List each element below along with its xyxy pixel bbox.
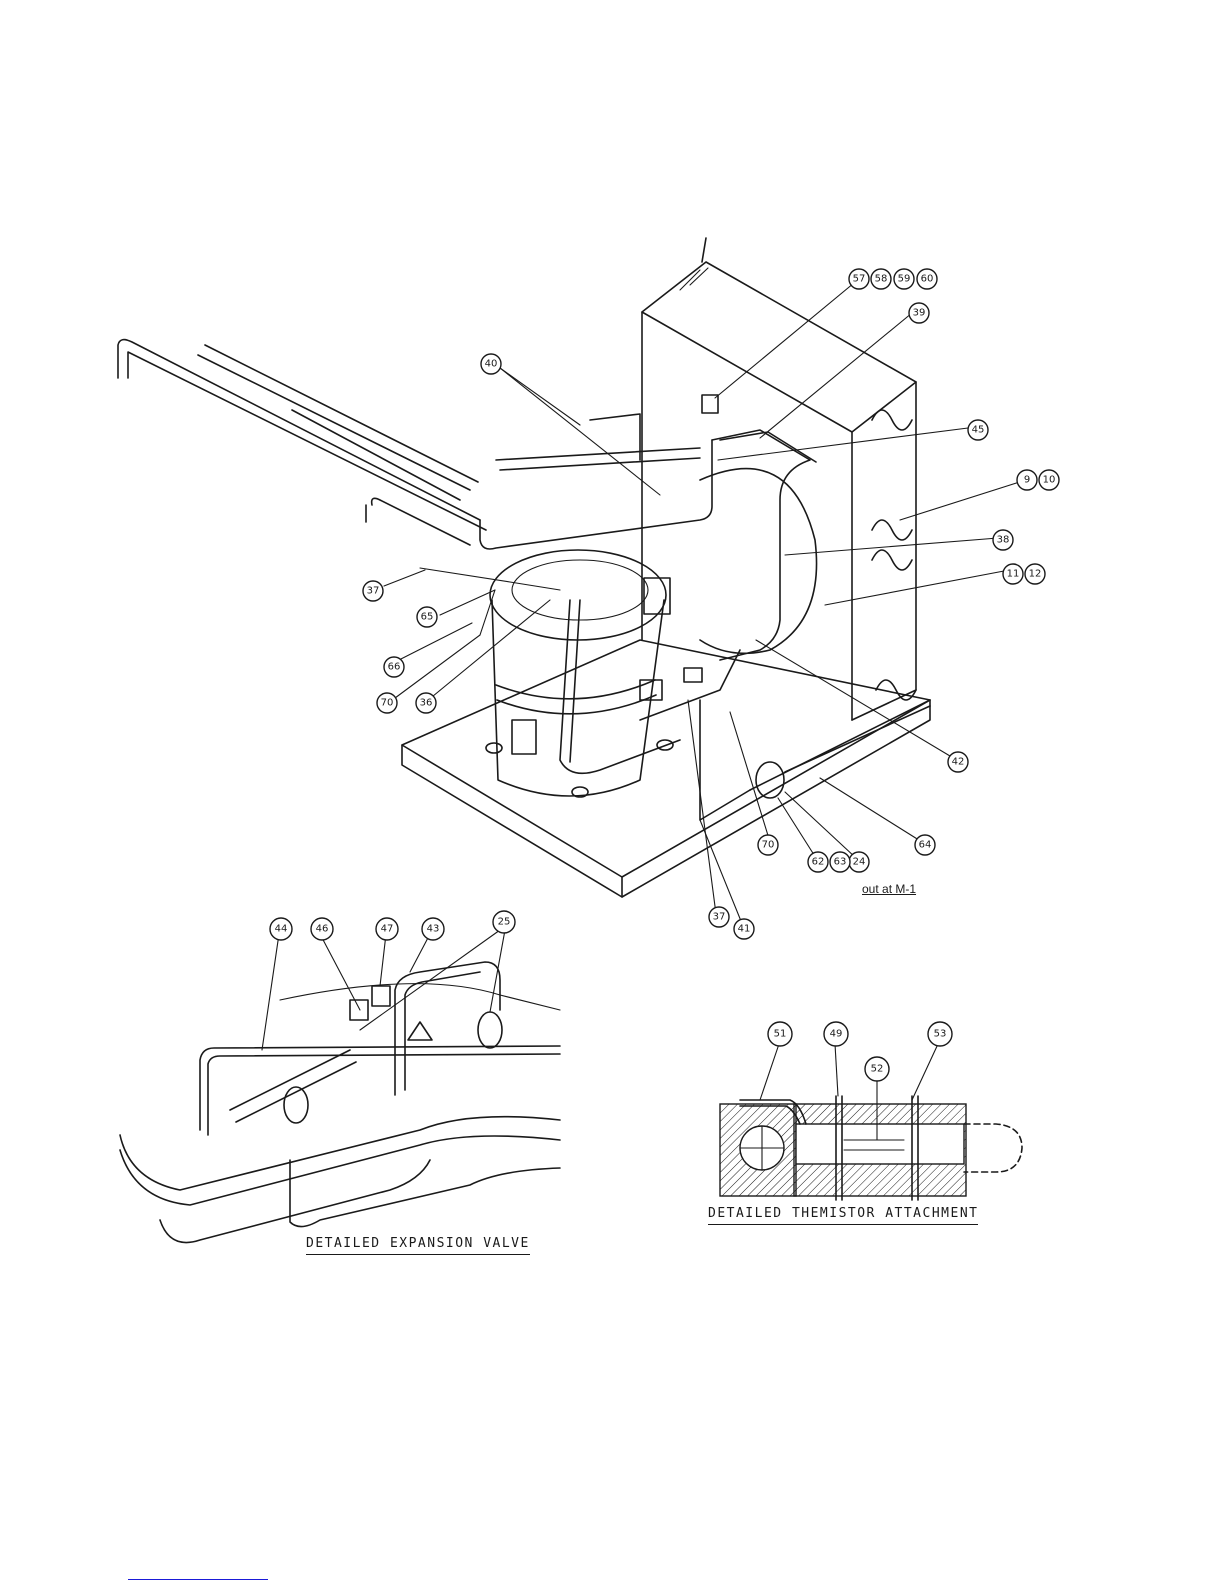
thermistor-caption: DETAILED THEMISTOR ATTACHMENT xyxy=(708,1206,978,1225)
expansion-valve-callouts: 44 46 47 43 25 xyxy=(270,911,515,940)
callout-ev-47: 47 xyxy=(376,918,398,940)
svg-text:62: 62 xyxy=(812,857,825,868)
callout-th-52: 52 xyxy=(865,1057,889,1081)
svg-text:65: 65 xyxy=(421,612,434,623)
callout-ev-43: 43 xyxy=(422,918,444,940)
callout-63: 63 xyxy=(830,852,850,872)
svg-text:49: 49 xyxy=(830,1029,843,1040)
svg-text:39: 39 xyxy=(913,308,926,319)
svg-text:47: 47 xyxy=(381,924,394,935)
condenser-cabinet xyxy=(642,238,916,720)
callout-ev-46: 46 xyxy=(311,918,333,940)
svg-text:9: 9 xyxy=(1024,475,1030,486)
callout-64: 64 xyxy=(915,835,935,855)
svg-text:42: 42 xyxy=(952,757,965,768)
callout-60: 60 xyxy=(917,269,937,289)
callout-70: 70 xyxy=(377,693,397,713)
svg-text:63: 63 xyxy=(834,857,847,868)
expansion-valve-detail-drawing xyxy=(120,930,560,1243)
svg-text:59: 59 xyxy=(898,274,911,285)
svg-text:36: 36 xyxy=(420,698,433,709)
svg-text:60: 60 xyxy=(921,274,934,285)
refrigerant-lines xyxy=(118,340,930,820)
callout-12: 12 xyxy=(1025,564,1045,584)
callout-37: 37 xyxy=(363,581,383,601)
svg-text:45: 45 xyxy=(972,425,985,436)
svg-text:70: 70 xyxy=(762,840,775,851)
callout-59: 59 xyxy=(894,269,914,289)
callout-10: 10 xyxy=(1039,470,1059,490)
svg-text:38: 38 xyxy=(997,535,1010,546)
callout-36: 36 xyxy=(416,693,436,713)
svg-text:64: 64 xyxy=(919,840,932,851)
footer-rule xyxy=(128,1579,268,1580)
callout-ev-25: 25 xyxy=(493,911,515,933)
callout-57: 57 xyxy=(849,269,869,289)
svg-text:24: 24 xyxy=(853,857,866,868)
svg-text:37: 37 xyxy=(367,586,380,597)
callout-th-51: 51 xyxy=(768,1022,792,1046)
callout-40: 40 xyxy=(481,354,501,374)
callout-45: 45 xyxy=(968,420,988,440)
svg-text:70: 70 xyxy=(381,698,394,709)
svg-text:51: 51 xyxy=(774,1029,787,1040)
callout-42: 42 xyxy=(948,752,968,772)
svg-text:11: 11 xyxy=(1007,569,1020,580)
callout-ev-44: 44 xyxy=(270,918,292,940)
callout-66: 66 xyxy=(384,657,404,677)
svg-text:40: 40 xyxy=(485,359,498,370)
svg-text:10: 10 xyxy=(1043,475,1056,486)
callout-41: 41 xyxy=(734,919,754,939)
callout-th-49: 49 xyxy=(824,1022,848,1046)
svg-text:52: 52 xyxy=(871,1064,884,1075)
callout-65: 65 xyxy=(417,607,437,627)
callout-39: 39 xyxy=(909,303,929,323)
callout-58: 58 xyxy=(871,269,891,289)
svg-text:25: 25 xyxy=(498,917,511,928)
callout-24: 24 xyxy=(849,852,869,872)
callout-9: 9 xyxy=(1017,470,1037,490)
compressor xyxy=(486,550,673,797)
callout-38: 38 xyxy=(993,530,1013,550)
svg-text:41: 41 xyxy=(738,924,751,935)
callout-70: 70 xyxy=(758,835,778,855)
main-note: out at M-1 xyxy=(862,882,916,896)
expansion-valve-caption: DETAILED EXPANSION VALVE xyxy=(306,1236,530,1255)
svg-text:43: 43 xyxy=(427,924,440,935)
main-callouts: 57 58 59 60 39 40 45 9 10 38 11 12 37 65 66 70 36 42 64 24 6… xyxy=(363,269,1059,939)
svg-text:46: 46 xyxy=(316,924,329,935)
svg-text:37: 37 xyxy=(713,912,726,923)
svg-text:12: 12 xyxy=(1029,569,1042,580)
svg-text:44: 44 xyxy=(275,924,288,935)
svg-text:66: 66 xyxy=(388,662,401,673)
svg-text:53: 53 xyxy=(934,1029,947,1040)
leader-lines xyxy=(384,283,1026,926)
callout-37: 37 xyxy=(709,907,729,927)
callout-62: 62 xyxy=(808,852,828,872)
callout-11: 11 xyxy=(1003,564,1023,584)
callout-th-53: 53 xyxy=(928,1022,952,1046)
svg-text:57: 57 xyxy=(853,274,866,285)
svg-text:58: 58 xyxy=(875,274,888,285)
